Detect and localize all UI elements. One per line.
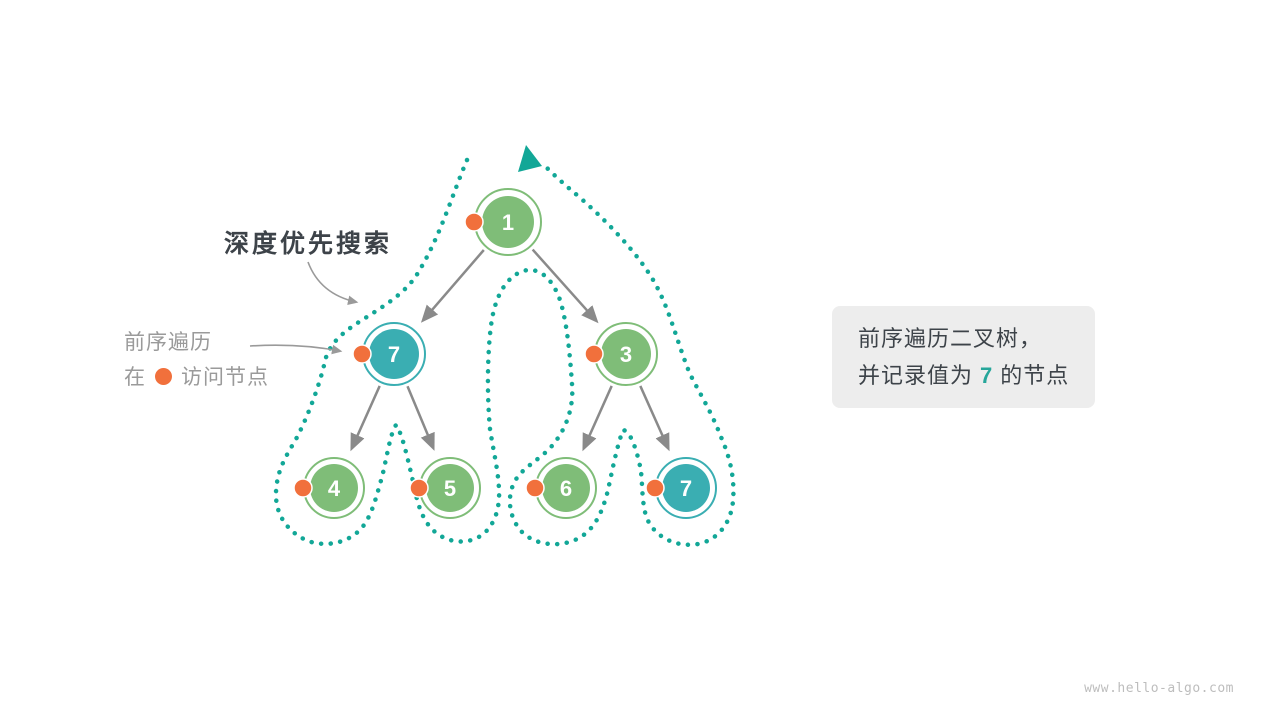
tree-node: 4 [293,457,365,519]
visit-dot [409,478,429,498]
tree-node: 6 [525,457,597,519]
tree-node: 7 [645,457,717,519]
note-line1: 前序遍历二叉树， [858,326,1043,351]
visit-label-after: 访问节点 [181,366,269,389]
tree-edge [531,248,599,324]
tree-node: 1 [464,188,542,256]
tree-node: 5 [409,457,481,519]
tree-edge [639,385,670,452]
node-circle [542,464,590,512]
node-circle [369,329,419,379]
visit-dot [525,478,545,498]
node-value: 6 [560,476,572,501]
node-circle [426,464,474,512]
visit-dot [645,478,665,498]
visit-label: 在 访问节点 [124,361,269,391]
node-circle [662,464,710,512]
tree-node: 3 [584,322,658,386]
note-highlight-value: 7 [980,363,994,388]
node-value: 1 [502,210,514,235]
tree-node: 7 [352,322,426,386]
tree-edge [350,385,381,452]
visit-dot [293,478,313,498]
visit-dot [584,344,604,364]
node-value: 4 [328,476,341,501]
node-circle [482,196,534,248]
visit-dot [464,212,484,232]
preorder-label: 前序遍历 [124,331,212,354]
tree-edge [420,249,485,323]
tree-edge [582,385,613,452]
dfs-label-pointer [307,261,359,305]
watermark: www.hello-algo.com [1084,681,1234,696]
note-line2-before: 并记录值为 [858,363,974,388]
node-circle [310,464,358,512]
node-circle [601,329,651,379]
tree-edges [350,248,670,452]
visit-dot-legend-icon [155,367,172,385]
node-value: 7 [680,476,692,501]
preorder-label-pointer [249,344,343,355]
dfs-label: 深度优先搜索 [224,230,393,258]
tree-edge [406,385,435,451]
dfs-contour-path [273,157,736,547]
node-value: 5 [444,476,456,501]
traversal-start-triangle [518,145,542,172]
tree-nodes: 1 7 3 4 5 6 7 [293,188,717,519]
node-value: 3 [620,342,632,367]
visit-dot [352,344,372,364]
note-line2-after: 的节点 [1000,363,1070,388]
visit-label-before: 在 [124,366,146,389]
node-value: 7 [388,342,400,367]
